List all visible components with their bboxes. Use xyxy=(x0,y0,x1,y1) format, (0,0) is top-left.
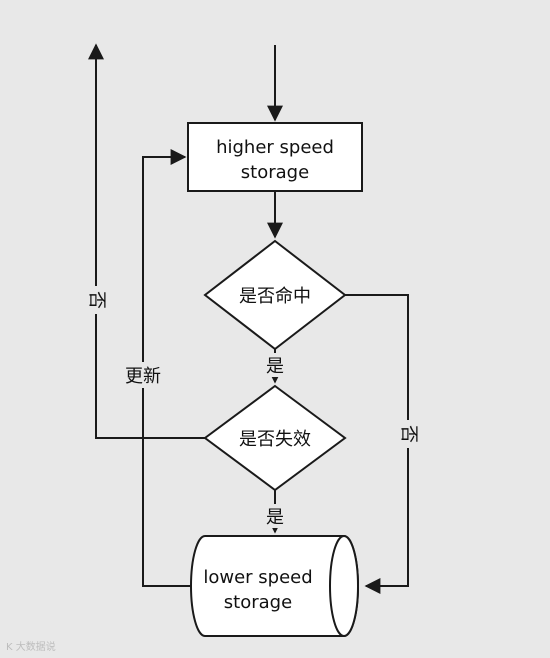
expired-no-label: 否 xyxy=(86,291,107,309)
lower-speed-storage-line2: storage xyxy=(224,592,292,613)
lower-speed-storage-line1: lower speed xyxy=(203,567,312,588)
expired-yes-label: 是 xyxy=(266,507,284,528)
expired-check-label: 是否失效 xyxy=(239,429,311,450)
hit-check-node: 是否命中 xyxy=(203,239,347,351)
hit-no-label: 否 xyxy=(398,425,419,443)
expired-check-node: 是否失效 xyxy=(203,384,347,492)
edge-expired-no xyxy=(88,43,205,439)
hit-yes-label: 是 xyxy=(266,356,284,377)
hit-check-label: 是否命中 xyxy=(239,286,311,307)
higher-speed-storage-line1: higher speed xyxy=(216,137,334,158)
higher-speed-storage-line2: storage xyxy=(241,162,309,183)
higher-speed-storage-node: higher speed storage xyxy=(187,122,363,192)
watermark: K 大数据说 xyxy=(6,640,56,653)
update-label: 更新 xyxy=(125,366,161,387)
lower-speed-storage-node: lower speed storage xyxy=(190,535,359,637)
